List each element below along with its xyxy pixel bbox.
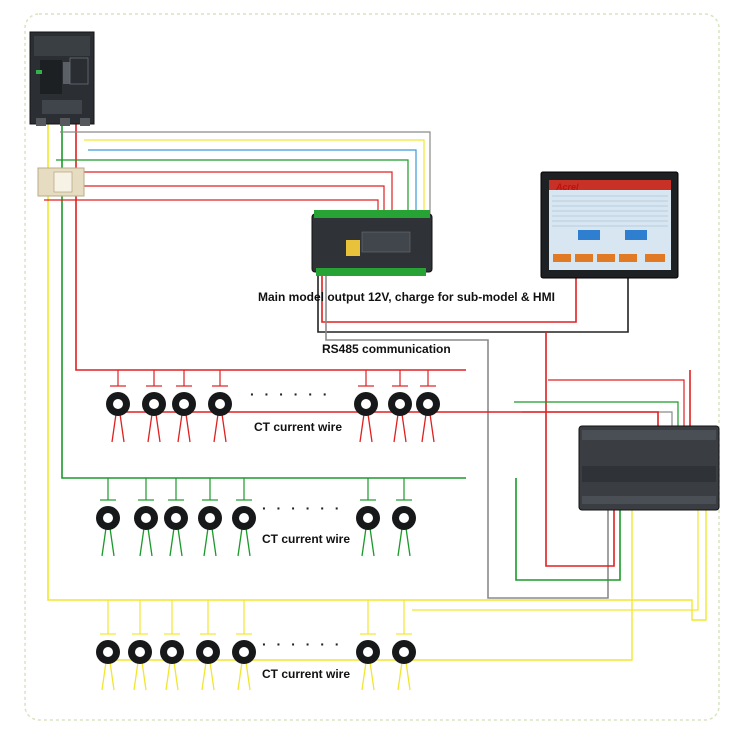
voltage-wire-blue	[88, 149, 417, 214]
ct-sensors-layer	[96, 392, 440, 691]
ct-sensor-icon	[106, 392, 130, 443]
ct-sensor-icon	[232, 506, 256, 557]
hmi-brand-logo: Acrel	[556, 182, 579, 192]
ct-sensor-icon	[196, 640, 220, 691]
wires-layer	[44, 124, 707, 661]
hmi-screen-icon	[540, 171, 679, 279]
sub-module-icon	[578, 425, 720, 511]
voltage-wire-yellow	[84, 139, 425, 214]
diagram-border	[24, 13, 720, 721]
ct-sensor-icon	[134, 506, 158, 557]
yellow-ct-bus	[110, 510, 633, 661]
red-trunk-wire	[75, 124, 466, 371]
red-line-sub-2	[548, 379, 685, 426]
ct-wire-label-yellow: CT current wire	[262, 667, 351, 681]
ct-sensor-icon	[208, 392, 232, 443]
rs485-wire-black	[317, 276, 629, 333]
green-trunk-wire	[61, 124, 466, 479]
yellow-trunk-wire	[47, 124, 455, 601]
ct-wire-red-2	[80, 185, 385, 214]
ct-sensor-icon	[96, 640, 120, 691]
ct-sensor-icon	[164, 506, 188, 557]
ct-bus-red	[118, 411, 659, 426]
ct-sensor-icon	[388, 392, 412, 443]
ct-sensor-icon	[392, 640, 416, 691]
ct-sensor-icon	[356, 506, 380, 557]
ct-sensor-icon	[392, 506, 416, 557]
circuit-breaker-icon	[29, 31, 95, 126]
rs485-wire-gray	[325, 276, 609, 599]
ellipsis-dots: · · · · · ·	[262, 636, 343, 652]
yellow-line-sub-2	[412, 510, 699, 611]
ct-sensor-icon	[354, 392, 378, 443]
voltage-wire-green	[56, 159, 409, 214]
ct-sensor-icon	[232, 640, 256, 691]
hmi-table	[552, 195, 668, 227]
power-wire-red-2	[545, 332, 615, 567]
main-model-label: Main model output 12V, charge for sub-mo…	[258, 290, 555, 304]
green-line-sub	[514, 401, 679, 426]
yellow-line-sub	[455, 510, 707, 621]
ct-sensor-icon	[172, 392, 196, 443]
ct-sensor-icon	[128, 640, 152, 691]
ct-sensor-icon	[416, 392, 440, 443]
ct-sensor-icon	[142, 392, 166, 443]
ct-sensor-icon	[198, 506, 222, 557]
ellipsis-dots: · · · · · ·	[250, 386, 331, 402]
voltage-wire	[60, 131, 431, 214]
ct-wire-red-3	[44, 199, 379, 214]
ct-sensor-icon	[160, 640, 184, 691]
rs485-label: RS485 communication	[322, 342, 451, 356]
ellipsis-dots: · · · · · ·	[262, 500, 343, 516]
main-ct-icon	[37, 167, 85, 197]
ct-sensor-icon	[356, 640, 380, 691]
green-feed-wire	[515, 478, 621, 581]
main-module-icon	[311, 210, 433, 276]
ct-wire-label-green: CT current wire	[262, 532, 351, 546]
ct-wire-red	[80, 171, 393, 214]
power-wire-red	[321, 276, 577, 323]
ct-sensor-icon	[96, 506, 120, 557]
gray-line-sub	[522, 411, 673, 426]
ct-wire-label-red: CT current wire	[254, 420, 343, 434]
